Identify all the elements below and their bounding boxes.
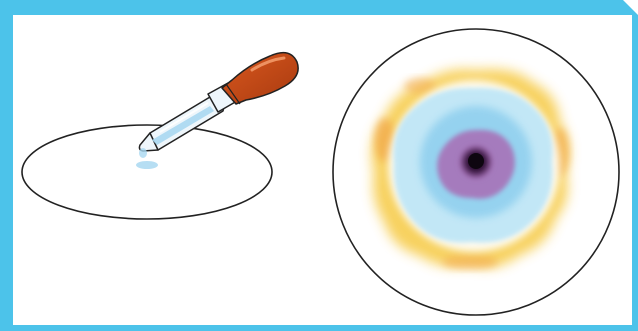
center-spot xyxy=(468,153,484,169)
ring-orange-accent-bottom xyxy=(442,255,498,269)
sample-droplet xyxy=(136,161,158,169)
dropper-drop xyxy=(139,148,147,158)
dropper-bulb xyxy=(222,53,298,104)
chromatogram-icon xyxy=(333,29,619,315)
